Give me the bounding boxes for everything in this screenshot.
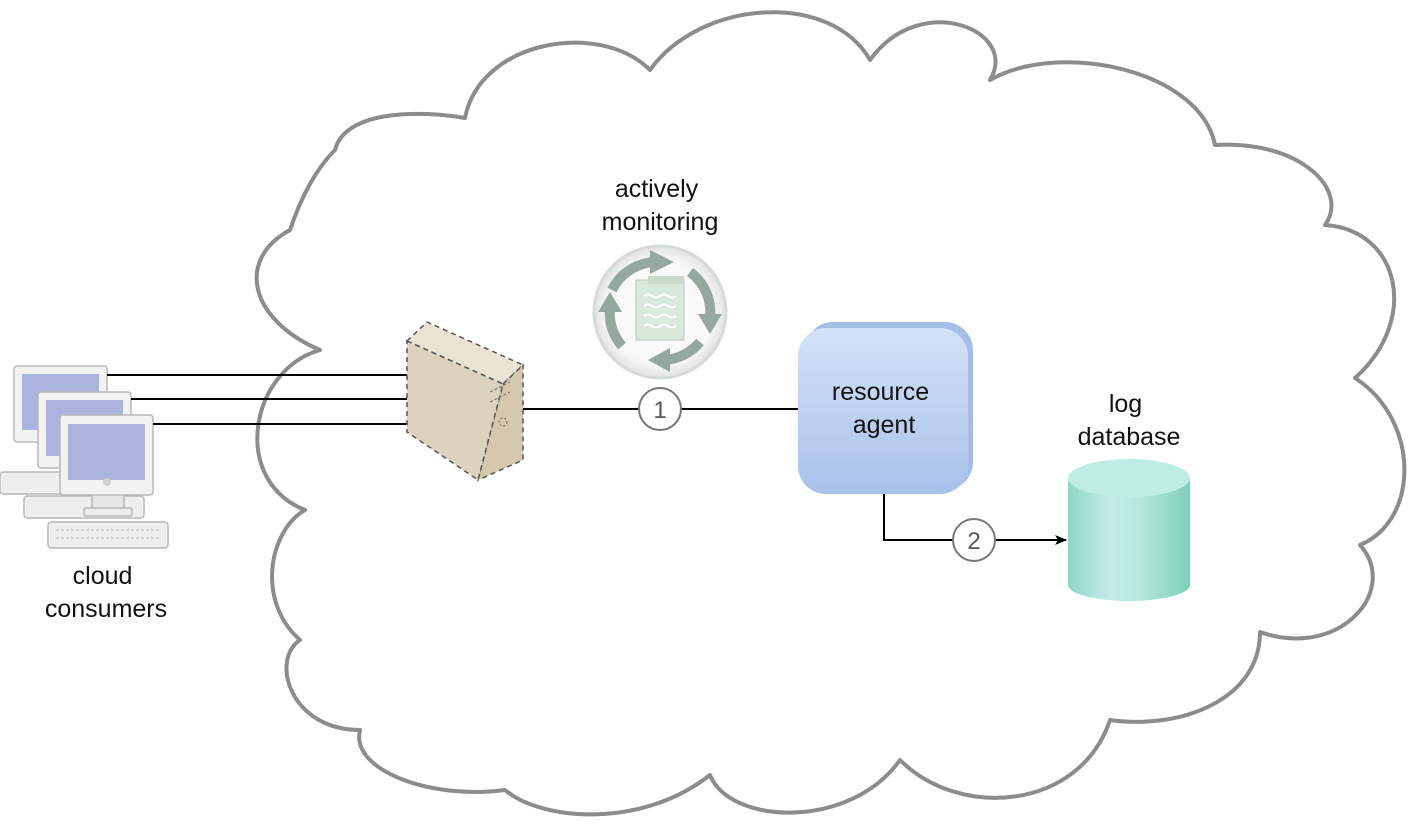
server-icon xyxy=(405,321,525,482)
step-2-marker xyxy=(952,518,996,562)
resource-agent xyxy=(798,322,973,494)
step-1-marker xyxy=(638,387,682,431)
monitoring-label: actively monitoring xyxy=(602,175,719,236)
workstation-icon xyxy=(47,414,169,549)
monitoring-cycle-icon xyxy=(592,244,728,380)
database-icon xyxy=(1068,459,1190,601)
connector-line-step-2 xyxy=(883,494,1067,545)
cloud-boundary xyxy=(254,10,1407,817)
cloud-consumers xyxy=(0,365,169,549)
log-database-label: log database xyxy=(1078,390,1181,451)
cloud-consumers-label: cloud consumers xyxy=(45,562,167,623)
step-1-number: 1 xyxy=(653,397,666,424)
step-2-number: 2 xyxy=(967,528,980,555)
resource-agent-label: resource agent xyxy=(832,378,936,439)
